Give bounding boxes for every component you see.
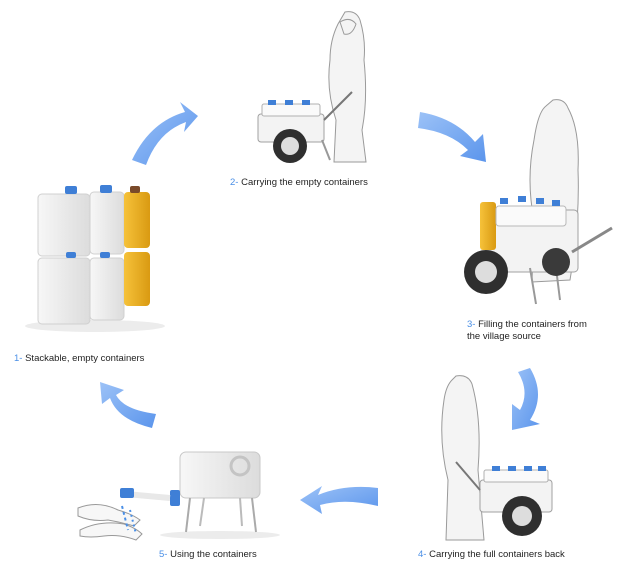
step-3-caption: 3- Filling the containers from the villa… [467,319,587,343]
step-4-number: 4- [418,549,427,560]
dispenser-stand-illustration [120,451,280,539]
step-1-caption: 1- Stackable, empty containers [14,353,144,365]
step-5-number: 5- [159,549,168,560]
filling-cart-illustration [464,99,613,305]
step-4-caption: 4- Carrying the full containers back [418,549,565,561]
step-5-text: Using the containers [170,549,257,560]
full-cart-illustration [441,375,553,541]
arrow-4-to-5 [300,486,378,514]
stacked-containers-illustration [25,185,165,332]
step-3-text: Filling the containers from [478,319,587,330]
step-2-number: 2- [230,177,239,188]
arrow-2-to-3 [418,112,486,162]
arrow-3-to-4 [512,368,540,430]
step-3-text-line2: the village source [467,331,541,342]
step-1-number: 1- [14,353,23,364]
arrow-1-to-2 [132,102,198,165]
arrow-5-to-1 [100,382,156,428]
empty-cart-illustration [257,11,367,163]
step-4-text: Carrying the full containers back [429,549,565,560]
step-2-caption: 2- Carrying the empty containers [230,177,368,189]
washing-hands-illustration [77,504,143,541]
step-1-text: Stackable, empty containers [25,353,145,364]
step-5-caption: 5- Using the containers [159,549,257,561]
step-3-number: 3- [467,319,476,330]
step-2-text: Carrying the empty containers [241,177,368,188]
